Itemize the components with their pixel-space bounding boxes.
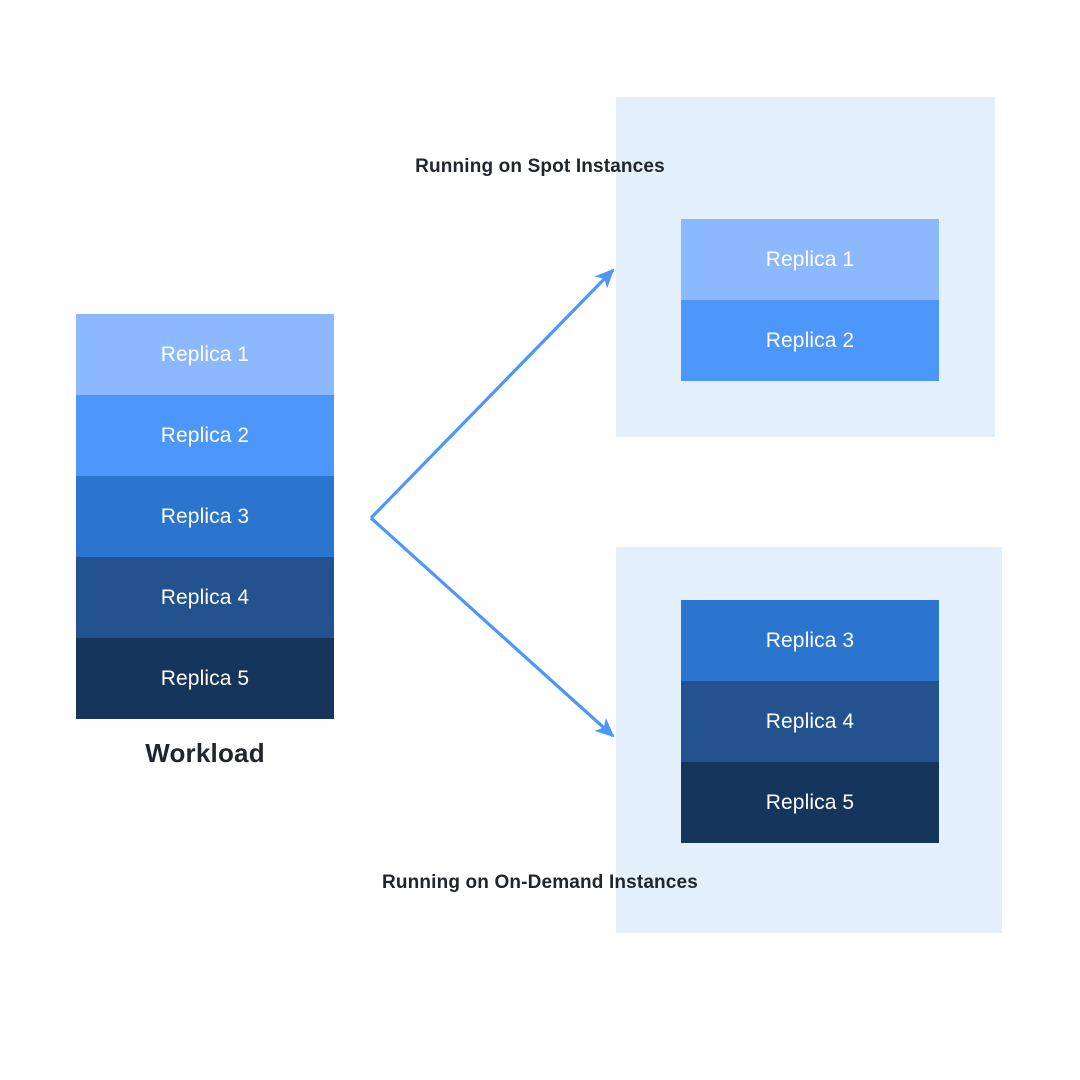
ondemand-replica-5[interactable]: Replica 5: [681, 762, 939, 843]
ondemand-replica-3[interactable]: Replica 3: [681, 600, 939, 681]
spot-instances-panel-title: Running on Spot Instances: [415, 156, 665, 177]
workload-replica-stack: Replica 1 Replica 2 Replica 3 Replica 4 …: [76, 314, 334, 720]
workload-replica-1[interactable]: Replica 1: [76, 314, 334, 395]
workload-replica-1-label: Replica 1: [160, 343, 250, 366]
ondemand-instances-panel-title: Running on On-Demand Instances: [382, 872, 698, 893]
workload-replica-5[interactable]: Replica 5: [76, 638, 334, 719]
spot-replica-1-label: Replica 1: [765, 248, 855, 271]
ondemand-replica-3-label: Replica 3: [765, 629, 855, 652]
workload-replica-2[interactable]: Replica 2: [76, 395, 334, 476]
spot-replica-2-label: Replica 2: [765, 329, 855, 352]
ondemand-replica-4[interactable]: Replica 4: [681, 681, 939, 762]
workload-replica-5-label: Replica 5: [160, 667, 250, 690]
spot-replica-1[interactable]: Replica 1: [681, 219, 939, 300]
spot-replica-2[interactable]: Replica 2: [681, 300, 939, 381]
arrow-to-ondemand: [369, 516, 615, 738]
ondemand-replica-5-label: Replica 5: [765, 791, 855, 814]
workload-replica-2-label: Replica 2: [160, 424, 250, 447]
spot-replica-stack: Replica 1 Replica 2: [681, 219, 939, 381]
ondemand-replica-stack: Replica 3 Replica 4 Replica 5: [681, 600, 939, 843]
workload-group: Replica 1 Replica 2 Replica 3 Replica 4 …: [76, 314, 334, 768]
workload-replica-4[interactable]: Replica 4: [76, 557, 334, 638]
workload-replica-4-label: Replica 4: [160, 586, 250, 609]
workload-label: Workload: [145, 738, 265, 768]
workload-replica-3-label: Replica 3: [160, 505, 250, 528]
ondemand-replica-4-label: Replica 4: [765, 710, 855, 733]
workload-replica-3[interactable]: Replica 3: [76, 476, 334, 557]
arrow-to-spot: [369, 268, 615, 520]
